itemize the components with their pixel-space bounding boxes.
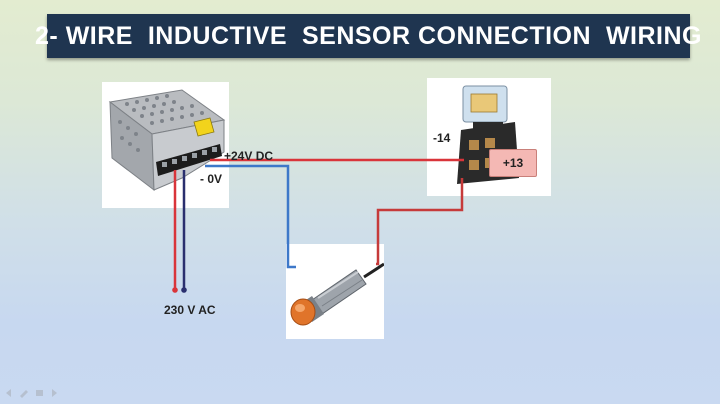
power-supply-icon xyxy=(108,89,226,192)
ac-terminal-line xyxy=(172,287,178,293)
sensor-card xyxy=(286,244,385,339)
slide-nav-controls[interactable] xyxy=(4,388,64,400)
ac-input-label: 230 V AC xyxy=(164,303,216,317)
wire-0v-to-sensor xyxy=(205,164,296,269)
arrow-right-icon xyxy=(52,389,57,397)
relay-plus-label: +13 xyxy=(502,156,524,170)
arrow-left-icon xyxy=(6,389,11,397)
ac-terminal-neutral xyxy=(181,287,187,293)
relay-minus-label: -14 xyxy=(433,131,451,145)
pencil-icon xyxy=(20,390,28,398)
psu-zero-label: - 0V xyxy=(200,172,223,186)
psu-plus-label: +24V DC xyxy=(224,149,274,163)
wire-sensor-to-relay xyxy=(376,178,464,266)
inductive-sensor-icon xyxy=(290,262,385,326)
menu-icon xyxy=(36,390,43,396)
power-supply-card xyxy=(102,82,229,208)
title-banner: 2- WIRE INDUCTIVE SENSOR CONNECTION WIRI… xyxy=(35,14,702,58)
relay-plus-tag: +13 xyxy=(489,149,537,177)
page-title: 2- WIRE INDUCTIVE SENSOR CONNECTION WIRI… xyxy=(35,21,702,50)
